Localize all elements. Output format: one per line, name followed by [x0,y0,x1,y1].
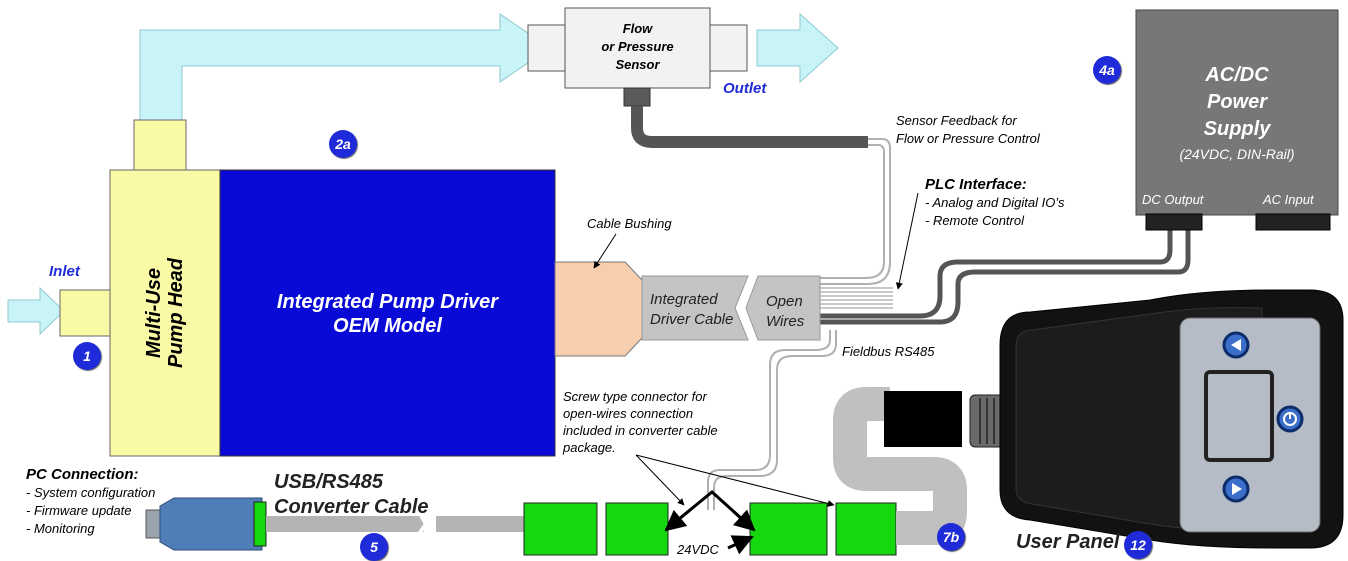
dc-output-connector [1145,213,1203,231]
integrated-driver-cable [641,275,749,341]
note-pointer-2 [635,454,835,507]
fieldbus-wire-2 [713,330,837,510]
badge-5: 5 [360,533,388,561]
badge-12: 12 [1124,531,1152,559]
connector-4 [835,502,897,556]
sensor-cable [631,106,868,148]
connector-2 [605,502,669,556]
fieldbus-label: Fieldbus RS485 [842,344,935,359]
sensor-connector [623,87,651,107]
badge-2a: 2a [329,130,357,158]
inlet-arrow [7,286,65,336]
pump-head-outlet-block [133,119,187,171]
open-wires-cable [745,275,821,341]
cable-bushing-label: Cable Bushing [587,216,672,231]
usb-cable-1 [266,516,424,532]
connector-1 [523,502,598,556]
note-pointer-1 [635,454,685,506]
sensor-flange-left [527,24,571,72]
flow-pressure-sensor [564,7,711,89]
pump-head-inlet-block [59,289,113,337]
vdc-arrow [727,535,754,555]
sensor-wire-2 [820,144,885,279]
usb-plug [159,497,263,551]
outlet-flow-arrow [139,13,551,121]
sensor-wire-1 [820,138,891,285]
plc-wires [820,287,893,309]
plc-interface-label: PLC Interface: - Analog and Digital IO’s… [925,176,1065,228]
power-supply-label: AC/DC Power Supply (24VDC, DIN-Rail) [1179,64,1295,162]
plc-pointer [895,192,919,290]
ac-input-label: AC Input [1263,192,1314,207]
dc-output-label: DC Output [1142,192,1204,207]
inlet-label: Inlet [49,263,80,280]
panel-connector-ribs [979,398,995,444]
badge-7b: 7b [937,523,965,551]
panel-cable [833,387,967,545]
power-supply [1135,9,1339,216]
user-panel-display [1204,370,1274,462]
badge-4a: 4a [1093,56,1121,84]
bushing-pointer [593,233,617,269]
vdc-label: 24VDC [677,542,719,557]
pump-head [109,169,221,457]
outlet-label: Outlet [723,80,767,97]
badge-1: 1 [73,342,101,370]
sensor-flange-right [704,24,748,72]
power-cable-1 [820,228,1173,319]
screw-arrow-right [731,509,756,532]
connector-3 [749,502,828,556]
screw-arrow-left [664,508,691,532]
fieldbus-wire-1 [707,330,831,510]
user-panel-label: User Panel [1016,531,1120,553]
screw-arrows [667,490,754,530]
usb-plug-end [253,501,267,547]
power-cable-2 [820,228,1191,325]
usb-cable-2 [436,516,526,532]
ac-input-connector [1255,213,1331,231]
outlet-arrow [756,12,839,84]
pc-connection-label: PC Connection: - System configuration- F… [26,466,156,536]
cable-bushing [554,261,643,357]
panel-cable-plug [884,391,962,447]
pump-driver [219,169,556,457]
